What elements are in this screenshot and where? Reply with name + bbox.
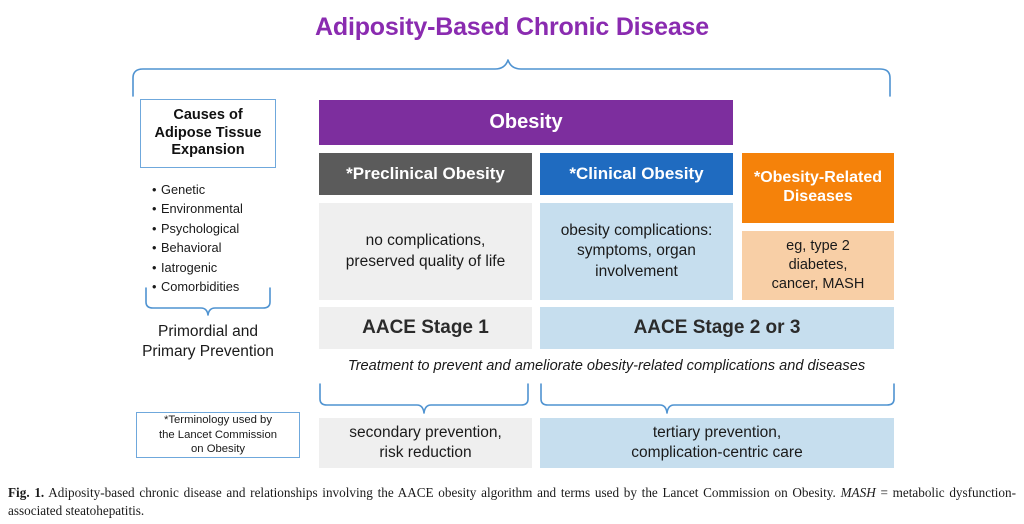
list-item: •Psychological bbox=[152, 219, 302, 238]
treatment-statement: Treatment to prevent and ameliorate obes… bbox=[347, 358, 866, 374]
secondary-prevention-line-2: risk reduction bbox=[379, 444, 472, 461]
header-related-line-2: Diseases bbox=[783, 188, 853, 205]
description-clinical-line-3: involvement bbox=[595, 262, 678, 280]
description-related-line-3: cancer, MASH bbox=[771, 276, 865, 293]
bullet-icon: • bbox=[152, 201, 157, 217]
tertiary-prevention-box: tertiary prevention, complication-centri… bbox=[540, 418, 894, 468]
secondary-prevention-brace bbox=[319, 383, 529, 414]
description-preclinical: no complications, preserved quality of l… bbox=[319, 203, 532, 300]
aace-stage-1-box: AACE Stage 1 bbox=[319, 307, 532, 349]
description-preclinical-line-1: no complications, bbox=[365, 232, 486, 250]
causes-box-line-2: Adipose Tissue bbox=[154, 124, 262, 141]
list-item: •Iatrogenic bbox=[152, 258, 302, 277]
header-clinical-obesity: *Clinical Obesity bbox=[540, 153, 733, 195]
list-item-label: Environmental bbox=[161, 201, 243, 217]
description-obesity-related: eg, type 2 diabetes, cancer, MASH bbox=[742, 231, 894, 300]
caption-body-part-1: Adiposity-based chronic disease and rela… bbox=[44, 485, 841, 500]
caption-body-part-2: = metabolic dysfunction-associated steat… bbox=[8, 485, 1016, 518]
tertiary-prevention-line-2: complication-centric care bbox=[631, 444, 803, 461]
tertiary-prevention-brace bbox=[540, 383, 895, 414]
list-item: •Behavioral bbox=[152, 238, 302, 257]
terminology-line-3: on Obesity bbox=[190, 443, 245, 456]
terminology-line-2: the Lancet Commission bbox=[158, 428, 278, 441]
bullet-icon: • bbox=[152, 182, 157, 197]
caption-abbreviation: MASH bbox=[840, 485, 876, 500]
figure-title: Adiposity-Based Chronic Disease bbox=[315, 13, 709, 41]
bullet-icon: • bbox=[152, 259, 157, 275]
description-clinical-line-2: symptoms, organ bbox=[577, 242, 696, 260]
list-item-label: Psychological bbox=[161, 220, 240, 236]
list-item-label: Behavioral bbox=[161, 240, 222, 256]
secondary-prevention-line-1: secondary prevention, bbox=[349, 423, 502, 441]
top-brace bbox=[132, 59, 891, 97]
terminology-note-box: *Terminology used by the Lancet Commissi… bbox=[136, 412, 300, 458]
header-obesity-related-diseases: *Obesity-Related Diseases bbox=[742, 153, 894, 223]
bullet-icon: • bbox=[152, 240, 157, 256]
bullet-icon: • bbox=[152, 220, 157, 236]
bullet-icon: • bbox=[152, 279, 157, 295]
description-related-line-1: eg, type 2 bbox=[786, 237, 850, 254]
figure-container: Adiposity-Based Chronic Disease Causes o… bbox=[118, 13, 895, 468]
primordial-primary-prevention-label: Primordial and Primary Prevention bbox=[118, 322, 298, 362]
list-item-label: Comorbidities bbox=[161, 279, 240, 295]
obesity-header-bar: Obesity bbox=[319, 100, 733, 145]
prevention-label-line-1: Primordial and bbox=[158, 323, 258, 340]
figure-caption: Fig. 1. Adiposity-based chronic disease … bbox=[8, 484, 1016, 520]
header-preclinical-obesity: *Preclinical Obesity bbox=[319, 153, 532, 195]
causes-of-adipose-tissue-expansion-box: Causes of Adipose Tissue Expansion bbox=[140, 99, 276, 168]
header-related-line-1: *Obesity-Related bbox=[753, 169, 883, 187]
causes-box-line-3: Expansion bbox=[171, 142, 245, 159]
causes-list: •Genetic •Environmental •Psychological •… bbox=[152, 180, 302, 297]
terminology-line-1: *Terminology used by bbox=[163, 414, 272, 426]
description-clinical: obesity complications: symptoms, organ i… bbox=[540, 203, 733, 300]
caption-figure-number: Fig. 1. bbox=[8, 485, 45, 500]
description-preclinical-line-2: preserved quality of life bbox=[345, 252, 506, 270]
aace-stage-2-or-3-box: AACE Stage 2 or 3 bbox=[540, 307, 894, 349]
list-item: • Genetic bbox=[152, 180, 302, 199]
description-related-line-2: diabetes, bbox=[788, 256, 848, 273]
list-item: •Environmental bbox=[152, 199, 302, 218]
list-item: •Comorbidities bbox=[152, 277, 302, 296]
description-clinical-line-1: obesity complications: bbox=[560, 221, 713, 239]
secondary-prevention-box: secondary prevention, risk reduction bbox=[319, 418, 532, 468]
prevention-label-line-2: Primary Prevention bbox=[142, 343, 274, 361]
tertiary-prevention-line-1: tertiary prevention, bbox=[652, 423, 782, 441]
list-item-label: Genetic bbox=[161, 182, 206, 197]
causes-box-line-1: Causes of bbox=[173, 106, 243, 123]
list-item-label: Iatrogenic bbox=[161, 259, 218, 275]
